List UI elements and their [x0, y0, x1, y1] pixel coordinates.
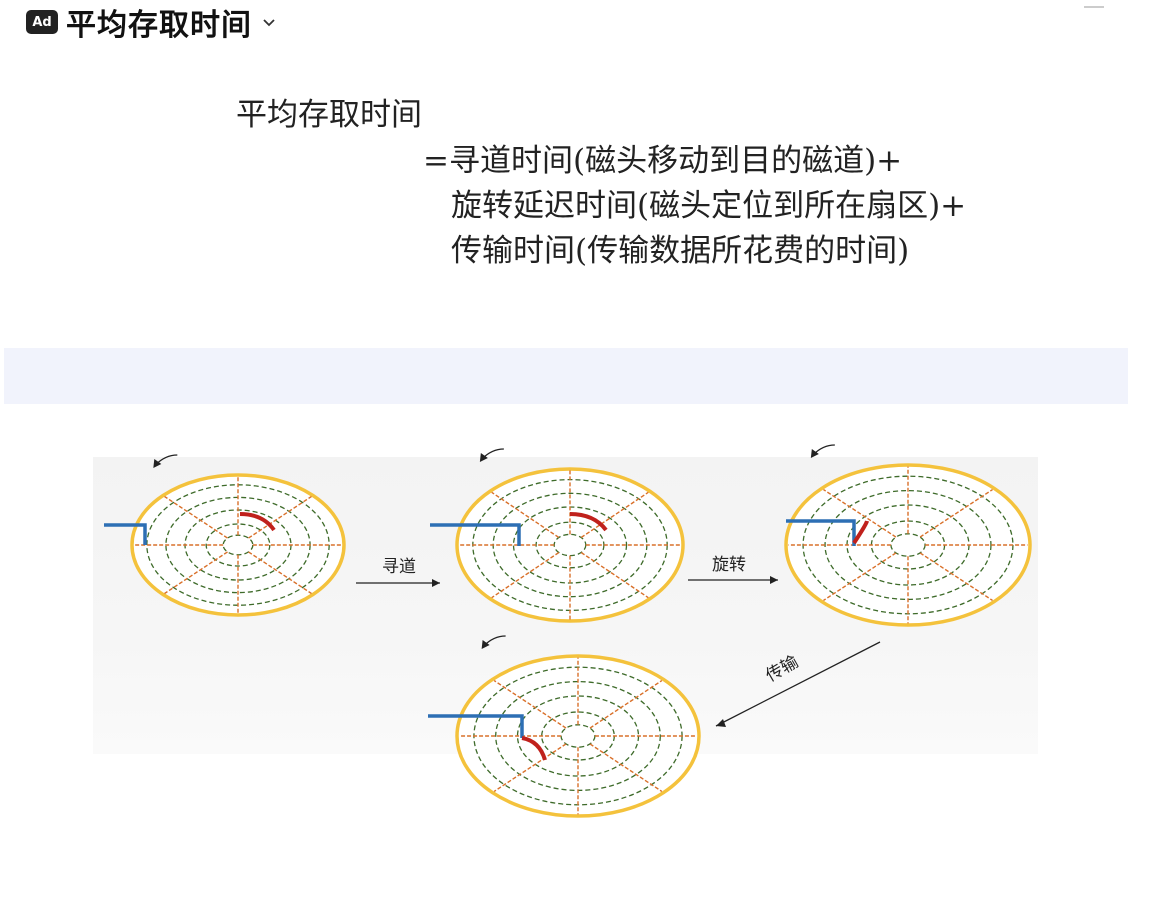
target-sector	[521, 736, 547, 761]
read-head-arm	[786, 519, 856, 546]
formula-line-2: =寻道时间(磁头移动到目的磁道)+	[423, 143, 903, 179]
corner-mark	[1084, 0, 1104, 8]
sector-spoke	[919, 488, 993, 538]
disk-initial	[104, 454, 346, 617]
figure-edge	[820, 808, 1030, 814]
platter-edge	[784, 463, 1032, 627]
sector-spoke	[589, 679, 663, 729]
read-head-arm	[430, 523, 521, 546]
heading-title: 平均存取时间	[66, 8, 252, 43]
sector-spoke	[248, 551, 312, 595]
disk-after-seek	[430, 448, 685, 623]
rotation-arrowhead	[810, 449, 819, 458]
transfer-label: 传输	[763, 652, 802, 686]
sector-spoke	[493, 743, 567, 793]
seek-arrow	[356, 579, 440, 587]
read-head-arm	[104, 523, 147, 545]
sector-spoke	[589, 743, 663, 793]
sector-spoke	[164, 495, 228, 539]
chevron-down-icon[interactable]	[262, 15, 276, 29]
sector-spoke	[491, 551, 560, 599]
sector-spoke	[580, 551, 649, 599]
formula-line-1: 平均存取时间	[236, 97, 422, 133]
sector-spoke	[248, 495, 312, 539]
rotate-label: 旋转	[712, 555, 746, 575]
sector-spoke	[493, 679, 567, 729]
read-head-arm	[428, 714, 524, 738]
track	[146, 484, 330, 606]
disk-after-rotate	[784, 444, 1032, 627]
sector-spoke	[491, 491, 560, 539]
target-sector	[569, 512, 608, 532]
target-sector	[852, 520, 869, 545]
formula-line-4: 传输时间(传输数据所花费的时间)	[451, 233, 910, 269]
seek-label: 寻道	[382, 557, 416, 577]
rotation-arrowhead	[479, 453, 488, 462]
sector-spoke	[164, 551, 228, 595]
sector-spoke	[919, 552, 993, 602]
sector-spoke	[823, 552, 897, 602]
transfer-arrow	[715, 641, 881, 727]
rotation-arrowhead	[481, 640, 490, 649]
sector-spoke	[823, 488, 897, 538]
target-sector	[239, 512, 276, 532]
section-heading[interactable]: Ad 平均存取时间	[26, 0, 276, 44]
highlight-band	[4, 348, 1128, 404]
rotation-arrowhead	[153, 459, 162, 468]
ad-badge-icon: Ad	[26, 10, 58, 34]
track	[205, 523, 271, 567]
disk-transfer	[428, 635, 701, 818]
formula-line-3: 旋转延迟时间(磁头定位到所在扇区)+	[451, 188, 967, 224]
rotate-arrow	[688, 576, 778, 584]
sector-spoke	[580, 491, 649, 539]
platter-edge	[455, 654, 701, 818]
